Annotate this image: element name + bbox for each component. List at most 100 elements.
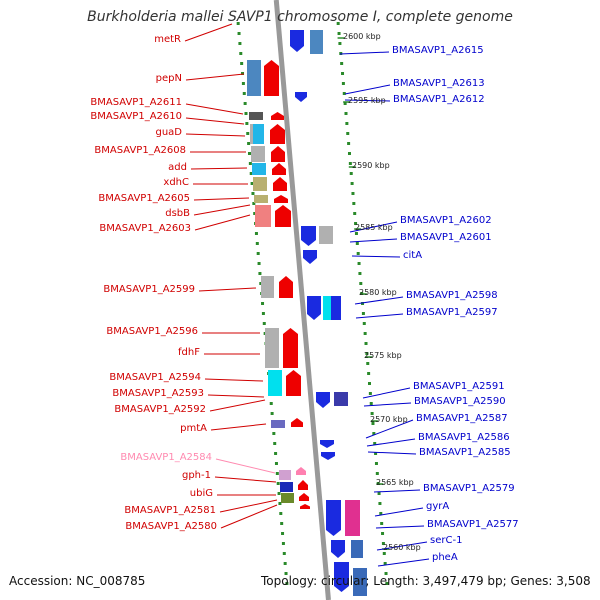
label-leader-line [220,504,278,529]
ruler-tick-label: 2560 kbp [383,543,421,552]
gene-arrow-forward [272,163,286,175]
gene-label-left[interactable]: guaD [155,127,182,138]
gene-label-left[interactable]: BMASAVP1_A2593 [112,388,204,399]
gene-arrow-forward [271,112,284,120]
map-title: Burkholderia mallei SAVP1 chromosome I, … [87,9,513,25]
gene-label-right[interactable]: BMASAVP1_A2598 [406,290,498,301]
gene-label-right[interactable]: BMASAVP1_A2597 [406,307,498,318]
label-leader-line [351,255,401,258]
chromosome-backbone [273,0,331,600]
gene-label-right[interactable]: BMASAVP1_A2602 [400,215,492,226]
gene-label-right[interactable]: citA [403,250,423,261]
gene-label-left[interactable]: pepN [155,73,182,84]
gene-label-left[interactable]: fdhF [178,347,200,358]
gene-label-left[interactable]: BMASAVP1_A2599 [103,284,195,295]
label-leader-line [194,214,251,231]
label-leader-line [198,287,257,292]
gene-label-left[interactable]: xdhC [163,177,189,188]
gene-arrow-forward [291,418,303,427]
ruler-dot [340,62,344,65]
ruler-dot [281,532,285,535]
label-leader-line [365,419,414,439]
gene-label-right[interactable]: BMASAVP1_A2577 [427,519,519,530]
gene-label-left[interactable]: dsbB [165,208,190,219]
gene-label-right[interactable]: serC-1 [430,535,463,546]
gene-label-left[interactable]: BMASAVP1_A2611 [90,97,182,108]
ruler-dot [256,252,260,255]
gene-block [279,470,291,480]
accession-text: Accession: NC_008785 [9,574,146,588]
ruler-dot [278,502,282,505]
label-leader-line [376,541,428,551]
gene-label-right[interactable]: BMASAVP1_A2591 [413,381,505,392]
gene-label-right[interactable]: BMASAVP1_A2612 [393,94,485,105]
label-leader-line [215,458,276,474]
ruler-dot [361,312,365,315]
ruler-dot [243,102,247,105]
ruler-dot [384,572,388,575]
ruler-dot [269,402,273,405]
gene-block [351,540,363,558]
label-leader-line [375,525,425,529]
ruler-dot [248,162,252,165]
gene-arrow-reverse [321,452,335,460]
gene-label-right[interactable]: BMASAVP1_A2613 [393,78,485,89]
gene-label-left[interactable]: gph-1 [181,470,211,481]
gene-label-left[interactable]: add [168,162,187,173]
ruler-dot [346,132,350,135]
gene-arrow-forward [279,276,293,298]
label-leader-line [193,197,250,201]
gene-label-left[interactable]: metR [154,34,181,45]
ruler-dot [245,122,249,125]
gene-block [268,370,282,396]
gene-label-right[interactable]: BMASAVP1_A2579 [423,483,515,494]
gene-label-left[interactable]: BMASAVP1_A2603 [99,223,191,234]
ruler-dot [373,442,377,445]
ruler-dot [358,272,362,275]
ruler-dot [277,492,281,495]
gene-label-left[interactable]: BMASAVP1_A2608 [94,145,186,156]
gene-label-left[interactable]: pmtA [180,423,207,434]
gene-label-left[interactable]: BMASAVP1_A2584 [120,452,212,463]
ruler-dot [261,302,265,305]
gene-label-right[interactable]: BMASAVP1_A2585 [419,447,511,458]
label-leader-line [193,204,251,216]
gene-block [319,226,333,244]
label-leader-line [185,117,245,125]
label-leader-line [363,402,412,407]
ruler-dot [341,82,345,85]
ruler-dot [280,522,284,525]
gene-label-left[interactable]: ubiG [189,488,213,499]
gene-arrow-reverse [326,500,341,536]
gene-label-right[interactable]: pheA [432,552,458,563]
gene-label-right[interactable]: BMASAVP1_A2586 [418,432,510,443]
label-leader-line [373,489,421,493]
gene-block [323,296,332,320]
label-leader-line [210,423,267,431]
gene-label-left[interactable]: BMASAVP1_A2580 [125,521,217,532]
gene-label-left[interactable]: BMASAVP1_A2581 [124,505,216,516]
gene-arrow-reverse [316,392,330,408]
ruler-dot [253,212,257,215]
gene-label-left[interactable]: BMASAVP1_A2594 [109,372,201,383]
gene-label-left[interactable]: BMASAVP1_A2610 [90,111,182,122]
gene-label-right[interactable]: BMASAVP1_A2615 [392,45,484,56]
label-leader-line [366,438,416,447]
ruler-dot [344,112,348,115]
gene-label-right[interactable]: BMASAVP1_A2601 [400,232,492,243]
gene-block [251,146,265,162]
ruler-dot [348,162,352,165]
gene-label-left[interactable]: BMASAVP1_A2596 [106,326,198,337]
gene-label-right[interactable]: BMASAVP1_A2587 [416,413,508,424]
gene-label-left[interactable]: BMASAVP1_A2592 [114,404,206,415]
label-leader-line [355,313,404,319]
ruler-tick-label: 2585 kbp [355,223,393,232]
label-leader-line [209,399,266,412]
ruler-dot [284,572,288,575]
gene-label-left[interactable]: BMASAVP1_A2605 [98,193,190,204]
ruler-dot [279,512,283,515]
gene-label-right[interactable]: BMASAVP1_A2590 [414,396,506,407]
ruler-dot [381,532,385,535]
gene-block [249,112,263,120]
gene-label-right[interactable]: gyrA [426,501,450,512]
